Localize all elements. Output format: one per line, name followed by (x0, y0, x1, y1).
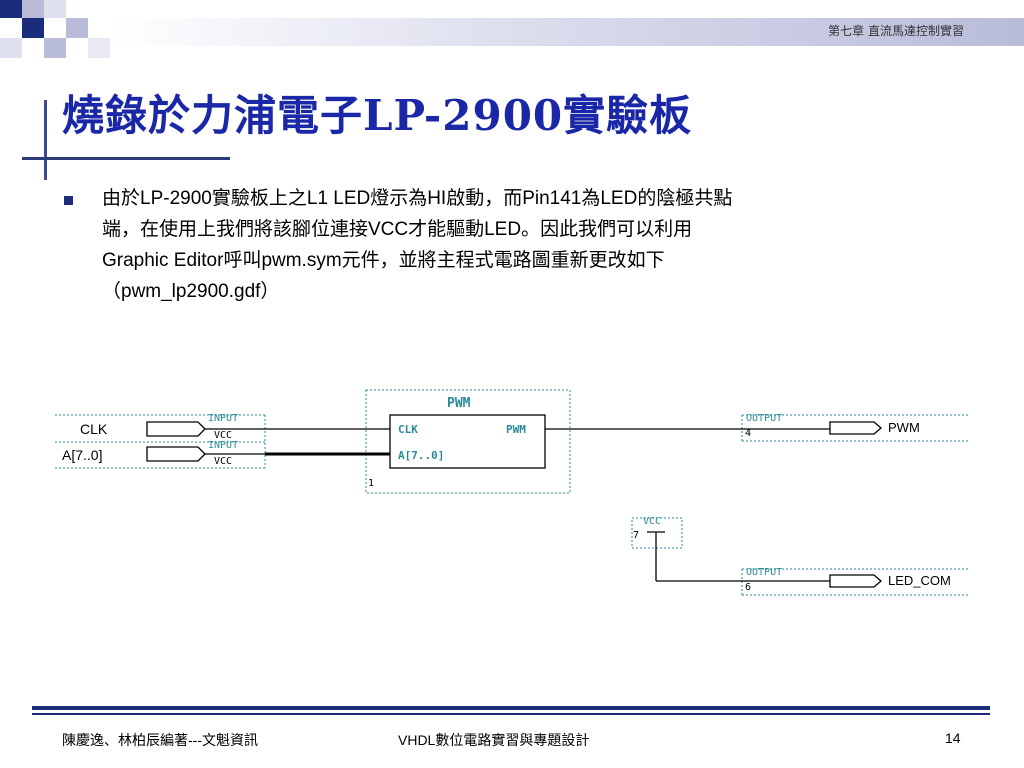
component-port-clk: CLK (398, 423, 418, 436)
component-instance: 1 (368, 478, 375, 489)
bullet-square-icon (64, 196, 73, 205)
footer-author: 陳慶逸、林柏辰編著---文魁資訊 (62, 732, 258, 748)
corner-square-7 (44, 38, 66, 58)
component-port-a: A[7..0] (398, 449, 445, 462)
component-port-pwm: PWM (506, 423, 526, 436)
input-a-default: VCC (214, 456, 233, 467)
input-a-label: A[7..0] (62, 447, 103, 463)
corner-square-5 (66, 18, 88, 38)
corner-square-2 (22, 0, 44, 18)
header-gradient-bar (112, 18, 1024, 46)
corner-square-8 (88, 38, 110, 58)
chapter-label: 第七章 直流馬達控制實習 (828, 24, 964, 38)
vcc-symbol-instance: 7 (633, 530, 640, 541)
vcc-symbol-label: VCC (643, 516, 662, 527)
output-pwm-type: OUTPUT (746, 413, 783, 424)
footer-page-number: 14 (945, 730, 961, 746)
corner-square-4 (22, 18, 44, 38)
body-line-3: Graphic Editor呼叫pwm.sym元件，並將主程式電路圖重新更改如下 (102, 250, 665, 271)
footer-rule-thin (32, 713, 990, 715)
body-paragraph: 由於LP-2900實驗板上之L1 LED燈示為HI啟動，而Pin141為LED的… (102, 183, 962, 307)
footer-book-title: VHDL數位電路實習與專題設計 (398, 732, 590, 748)
page-title: 燒錄於力浦電子LP-2900實驗板 (62, 91, 693, 140)
corner-square-3 (44, 0, 66, 18)
body-line-2: 端，在使用上我們將該腳位連接VCC才能驅動LED。因此我們可以利用 (102, 219, 693, 240)
output-led-type: OUTPUT (746, 567, 783, 578)
corner-square-1 (0, 0, 22, 18)
component-name: PWM (447, 396, 471, 411)
body-line-1: 由於LP-2900實驗板上之L1 LED燈示為HI啟動，而Pin141為LED的… (102, 188, 733, 209)
output-pwm-pin: 4 (745, 428, 752, 439)
output-led-pin: 6 (745, 582, 752, 593)
output-led-label: LED_COM (888, 573, 951, 588)
body-line-4: （pwm_lp2900.gdf） (102, 281, 280, 302)
input-clk-label: CLK (80, 421, 108, 437)
output-pwm-label: PWM (888, 420, 920, 435)
input-a-type: INPUT (208, 440, 239, 451)
title-horizontal-rule (22, 157, 230, 160)
input-clk-default: VCC (214, 430, 233, 441)
input-clk-type: INPUT (208, 413, 239, 424)
corner-square-6 (0, 38, 22, 58)
footer-rule-thick (32, 706, 990, 710)
title-vertical-rule (44, 100, 47, 180)
